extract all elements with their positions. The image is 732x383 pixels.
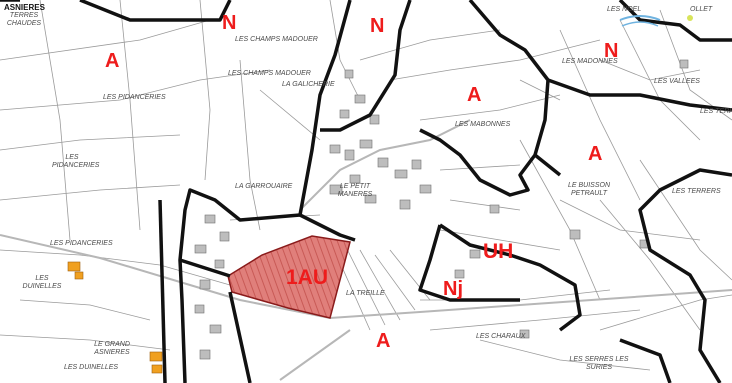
zone-a-1-label: A <box>105 50 120 72</box>
logo-watermark <box>619 15 693 27</box>
place-la-treille: LA TREILLE <box>346 290 385 297</box>
place-le-grand-asnieres: LE GRAND ASNIERES <box>94 341 130 356</box>
place-terres-chaudes: TERRES CHAUDES <box>6 12 42 27</box>
zone-nj-label: Nj <box>443 278 463 300</box>
zone-a-2-label: A <box>467 84 482 106</box>
place-les-serres-les-suries: LES SERRES LES SURIES <box>569 356 629 371</box>
place-les-terrers-1: LES TERRERS <box>700 108 732 115</box>
zone-a-4-label: A <box>376 330 391 352</box>
place-les-duinelles-2: LES DUINELLES <box>64 364 119 371</box>
zone-n-3-label: N <box>604 40 619 62</box>
place-les-madonnes: LES MADONNES <box>562 58 618 65</box>
map-title: ASNIERES <box>4 3 45 12</box>
place-la-galicherie: LA GALICHERIE <box>282 81 335 88</box>
place-les-noel: LES NOEL <box>607 6 642 13</box>
zone-n-1-label: N <box>222 12 237 34</box>
place-les-pidanceries-2: LES PIDANCERIES <box>52 154 100 169</box>
zone-1au-label: 1AU <box>286 266 329 289</box>
place-les-duinelles-1: LES DUINELLES <box>22 275 62 290</box>
place-ollet: OLLET <box>690 6 713 13</box>
zone-n-2-label: N <box>370 15 385 37</box>
zone-a-3-label: A <box>588 143 603 165</box>
place-les-charaux: LES CHARAUX <box>476 333 526 340</box>
place-les-vallees: LES VALLEES <box>654 78 700 85</box>
place-le-buisson-petrault: LE BUISSON PETRAULT <box>567 182 610 197</box>
equipment-markers <box>67 261 163 374</box>
place-les-pidanceries-1: LES PIDANCERIES <box>103 94 166 101</box>
zone-1au-area <box>227 235 351 319</box>
zone-uh-label: UH <box>483 240 514 263</box>
place-les-pidanceries-3: LES PIDANCERIES <box>50 240 113 247</box>
place-les-terrers-2: LES TERRERS <box>672 188 721 195</box>
place-les-champs-madouer-1: LES CHAMPS MADOUER <box>235 36 318 43</box>
buildings <box>194 59 689 360</box>
place-la-garrouaire: LA GARROUAIRE <box>235 183 293 190</box>
place-les-champs-madouer-2: LES CHAMPS MADOUER <box>228 70 311 77</box>
place-le-petit-maneres: LE PETIT MANERES <box>337 183 373 198</box>
place-les-mabonnes: LES MABONNES <box>455 121 511 128</box>
